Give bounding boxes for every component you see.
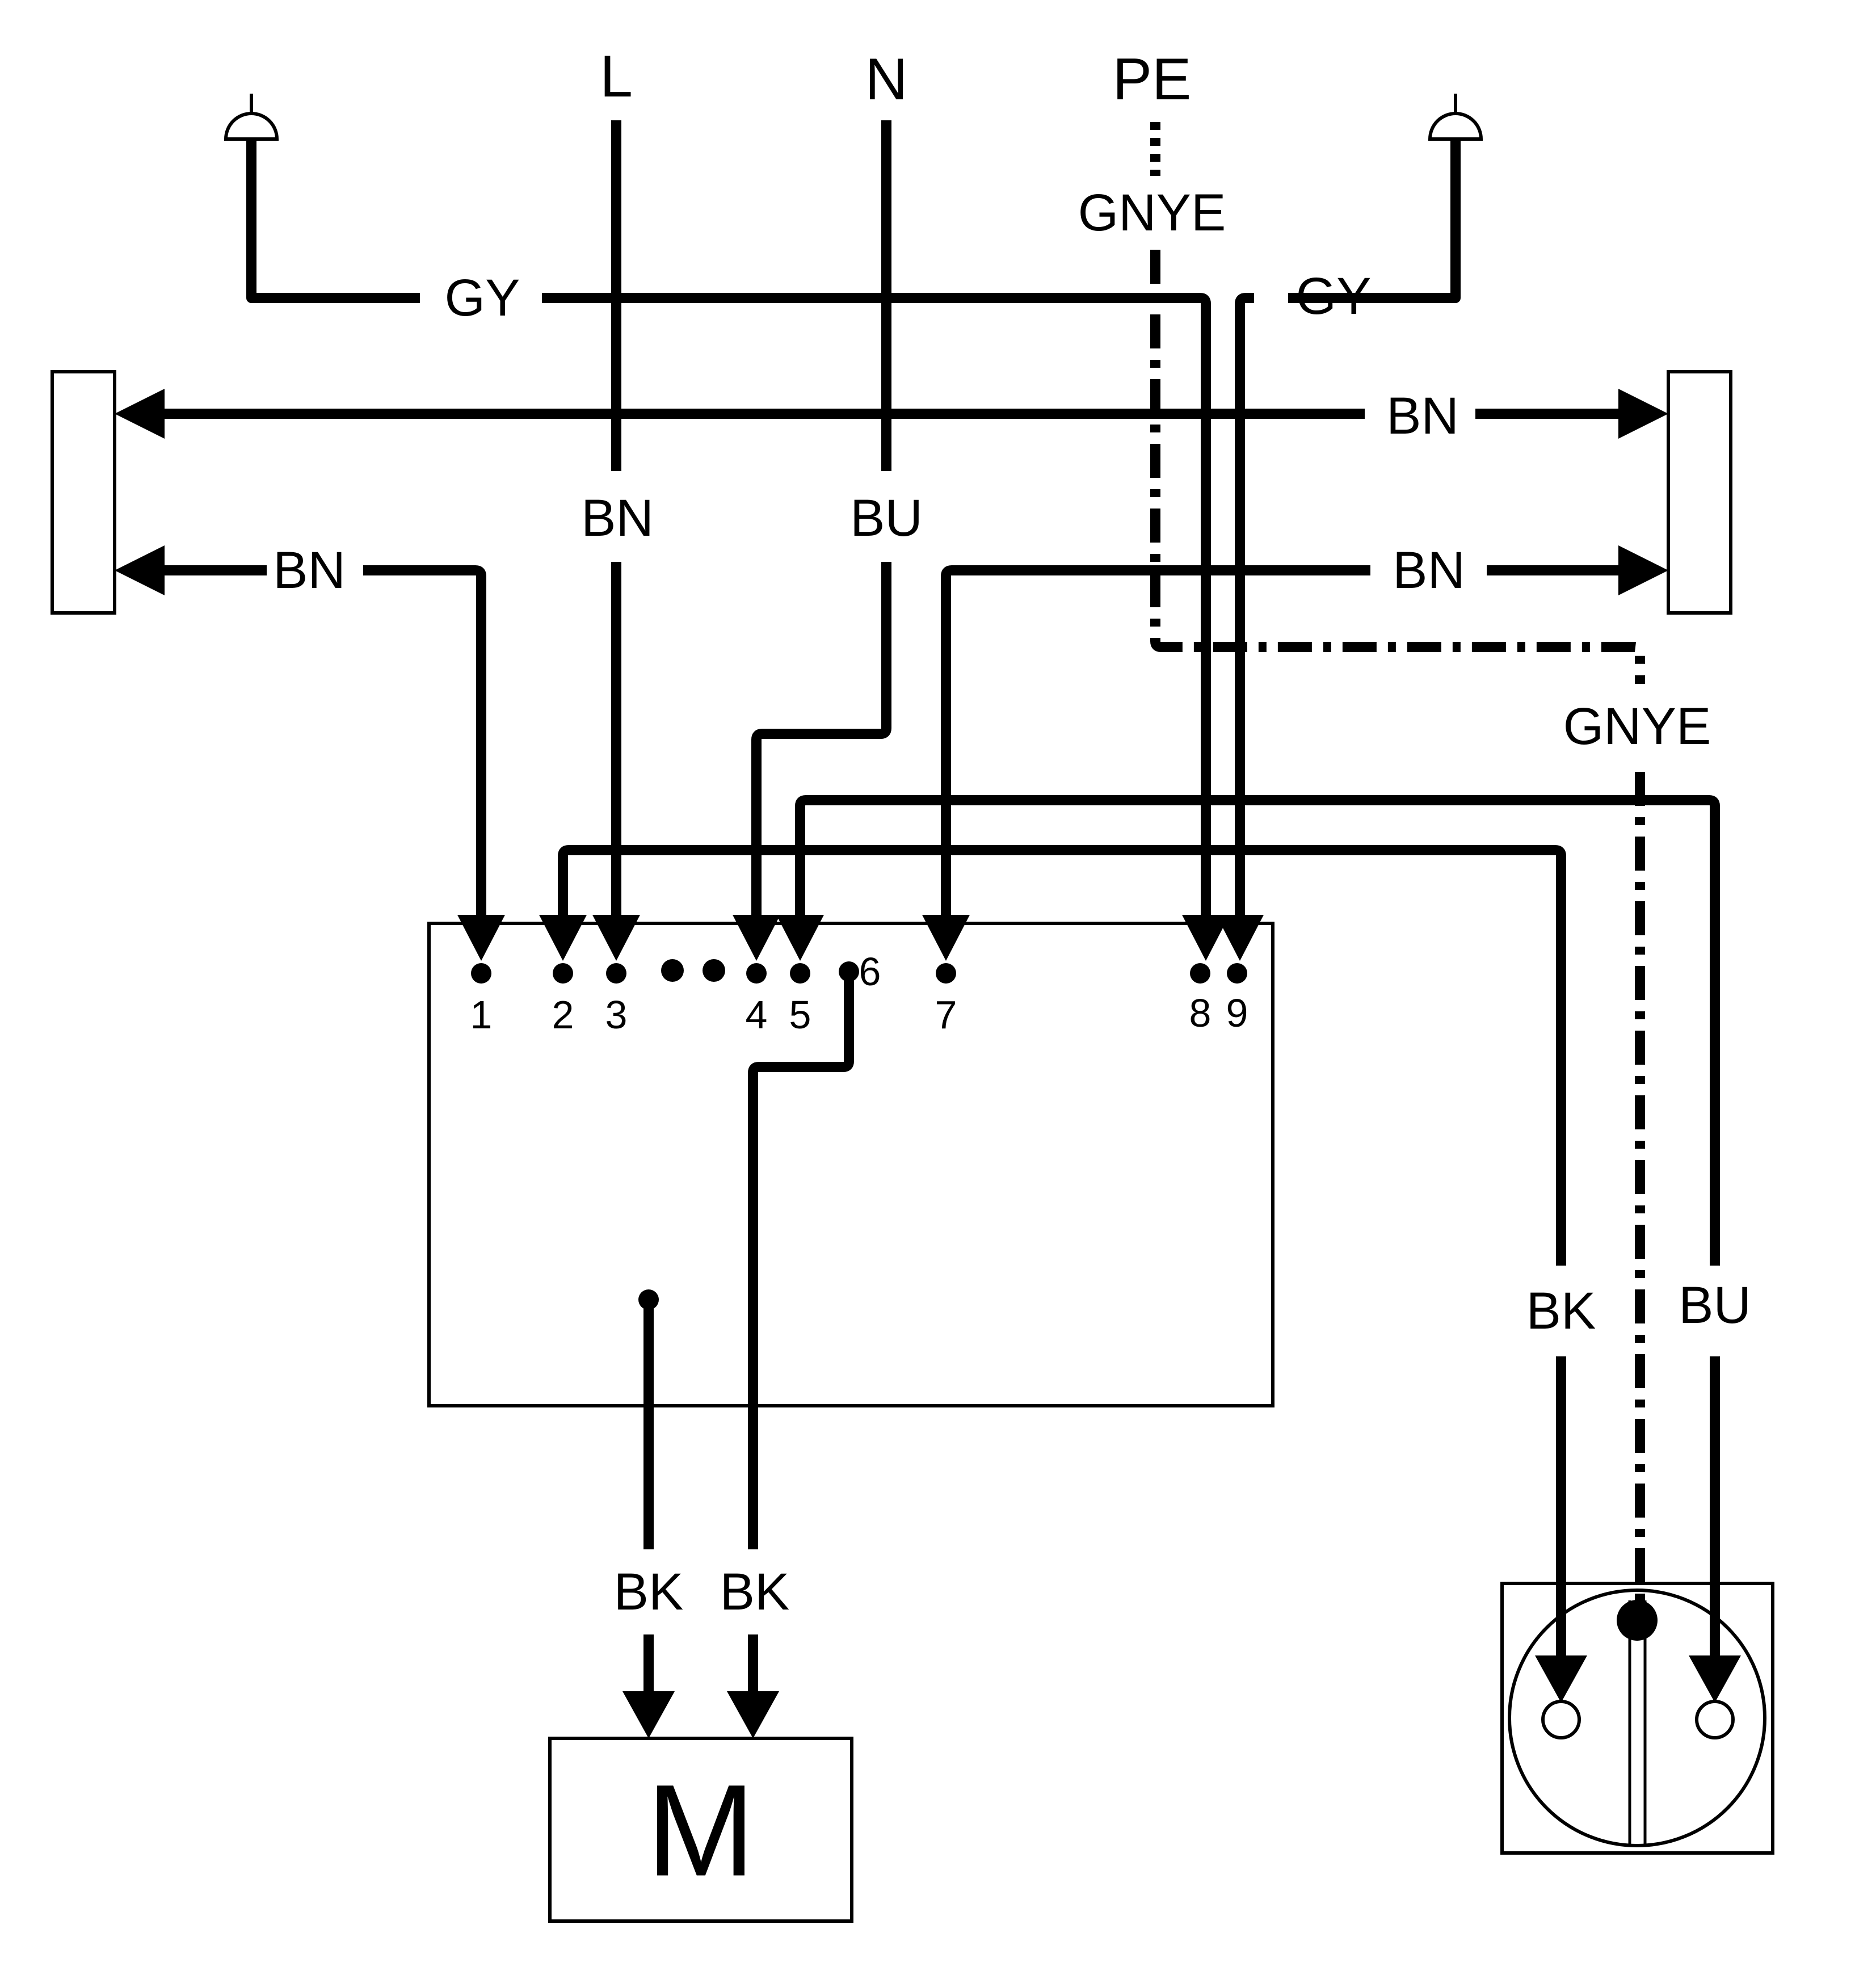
antenna-icon (224, 94, 279, 141)
line-label: L (600, 44, 633, 110)
bu-neutral-label: BU (850, 489, 923, 547)
terminal-5-label: 5 (789, 993, 811, 1037)
terminal-4-label: 4 (746, 993, 768, 1037)
bk-socket-label: BK (1526, 1282, 1596, 1340)
gnye-top-label: GNYE (1078, 184, 1226, 242)
bn-top-right-label: BN (1386, 387, 1459, 445)
terminal-7-label: 7 (935, 993, 957, 1037)
motor-box (548, 1737, 853, 1923)
gnye-wire (1150, 250, 1645, 684)
neutral-label: N (865, 47, 907, 112)
gy-left-wire (246, 139, 420, 303)
terminal-3-label: 3 (605, 993, 628, 1037)
bk-motor-2-label: BK (720, 1563, 790, 1621)
bu-socket-label: BU (1679, 1276, 1751, 1334)
bn-left-label: BN (273, 541, 346, 599)
terminal-9-label: 9 (1226, 991, 1248, 1035)
earth-label: PE (1113, 47, 1192, 112)
bn-line-label: BN (581, 489, 654, 547)
terminal-2-label: 2 (552, 993, 574, 1037)
terminal-1-label: 1 (470, 993, 493, 1037)
right-end-box (1667, 370, 1732, 615)
gy-right-wire (1288, 139, 1461, 303)
left-end-box (51, 370, 116, 615)
bu-socket-wire (795, 795, 1720, 1266)
bk-motor-wire-2 (748, 973, 854, 1549)
antenna-icon (1428, 94, 1483, 141)
bk-motor-1-label: BK (614, 1563, 684, 1621)
gnye-socket-label: GNYE (1563, 697, 1711, 755)
gy-right-label: GY (1296, 267, 1372, 325)
motor-label: M (646, 1758, 755, 1903)
power-socket-icon (1500, 1582, 1774, 1855)
terminal-6-label: 6 (859, 949, 881, 994)
bk-socket-wire (558, 845, 1566, 1266)
terminal-8-label: 8 (1189, 991, 1212, 1035)
bn-right-label: BN (1393, 541, 1465, 599)
gy-left-label: GY (445, 269, 520, 327)
